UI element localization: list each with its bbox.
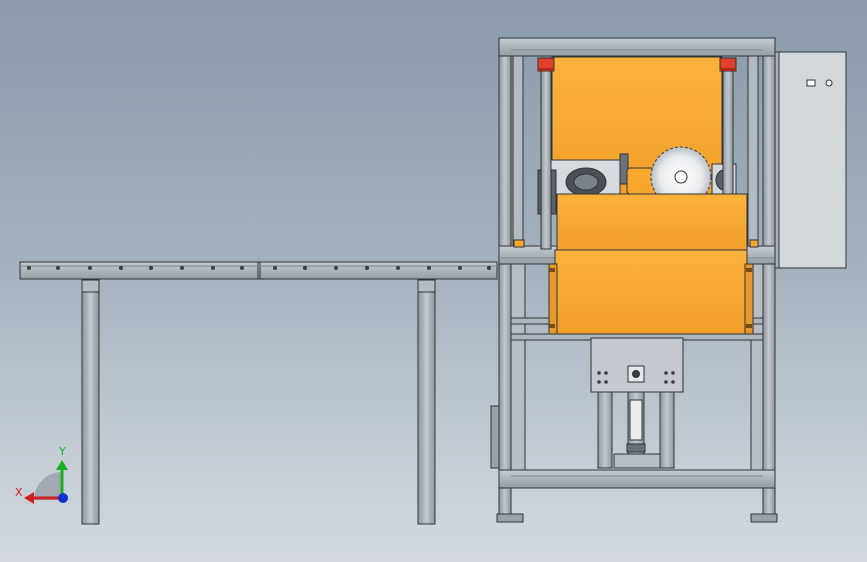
x-axis-arrowhead [24,492,34,504]
x-axis-label: X [15,486,23,499]
rail-bolts [27,266,491,270]
roller-conveyor [19,261,498,525]
conveyor-leg-left [81,279,100,525]
frame-bottom-beam [498,469,776,489]
control-box-switch[interactable] [806,79,816,87]
y-axis-label: Y [58,445,66,458]
control-box [774,51,847,269]
guide-column-left [540,63,552,250]
frame-post-right [762,37,776,521]
z-axis-dot [58,493,68,503]
frame-top-beam [498,37,776,57]
axis-triad: Y X [15,445,68,504]
y-axis-arrowhead [56,460,68,470]
saw-carriage [513,56,759,335]
blade-guard-lower [554,249,748,335]
control-box-body [777,51,847,269]
lift-cylinder-assembly [590,337,684,469]
control-box-indicator[interactable] [825,79,833,87]
frame-post-left [498,37,512,521]
conveyor-leg-right [417,279,436,525]
cylinder-mount-plate [590,337,684,393]
blade-guard-upper [556,193,748,251]
